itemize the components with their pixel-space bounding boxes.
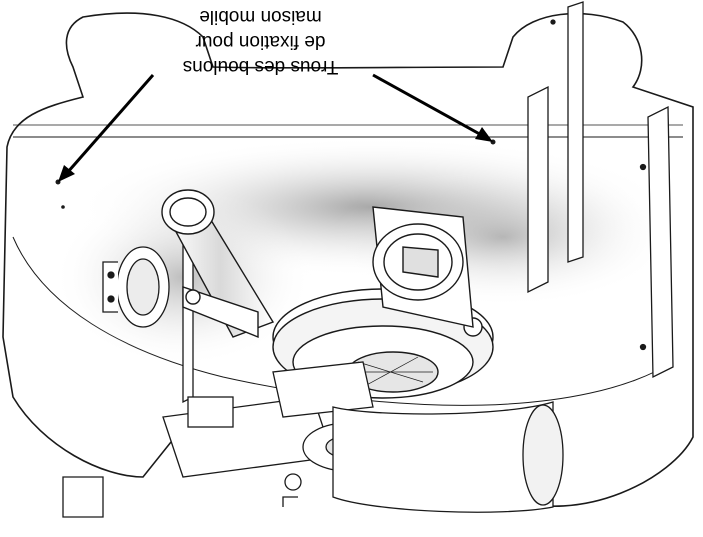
arrow-left xyxy=(372,73,486,139)
arrow-right xyxy=(65,74,155,174)
callout-line-2: de fixation pour xyxy=(195,31,326,52)
callout-line-3: maison mobile xyxy=(199,6,322,27)
bolt-holes-callout: Trous des boulons de fixation pour maiso… xyxy=(153,4,368,79)
callout-arrows xyxy=(58,73,493,182)
outlet-duct xyxy=(372,206,474,328)
angled-pipe xyxy=(161,189,275,339)
callout-line-1: Trous des boulons xyxy=(182,56,339,77)
heat-exchanger-tube xyxy=(332,401,564,513)
pressure-switch xyxy=(102,246,170,328)
side-brackets xyxy=(62,1,674,518)
